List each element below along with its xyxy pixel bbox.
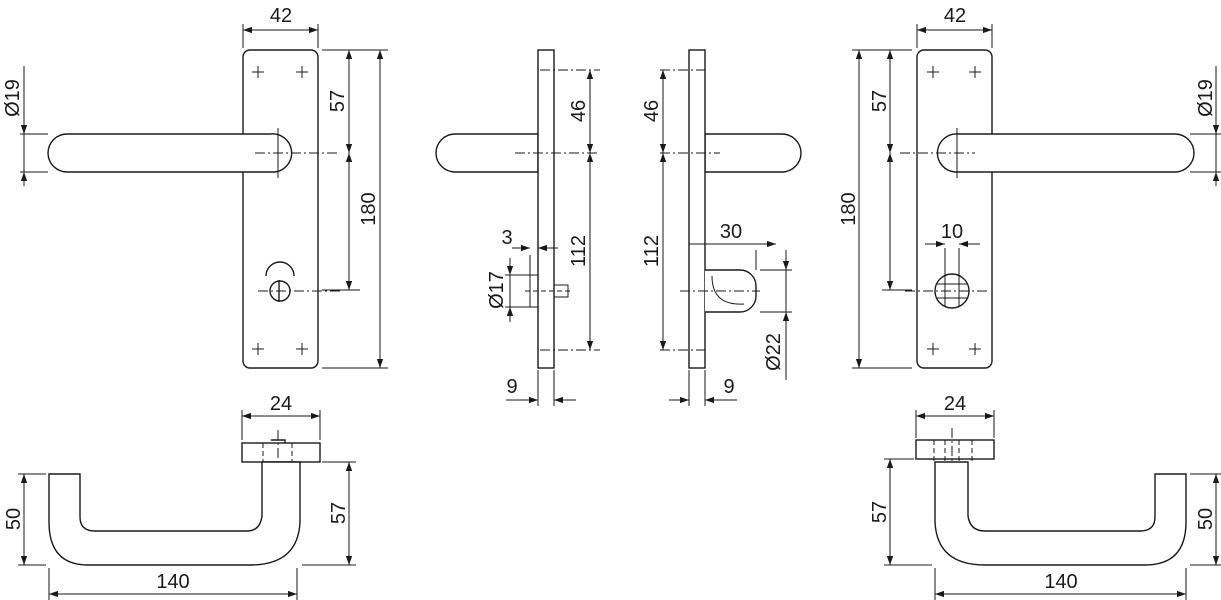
dim-label: 30 bbox=[720, 221, 742, 243]
privacy-indicator bbox=[258, 261, 340, 302]
dim-spindle-diameter-sideL: Ø17 bbox=[486, 258, 530, 322]
front-view-right: 42 57 180 Ø19 10 bbox=[838, 5, 1221, 369]
dim-length-140-right: 140 bbox=[934, 568, 1187, 600]
dim-thickness-9-sideR: 9 bbox=[669, 370, 737, 406]
dim-label: 57 bbox=[869, 501, 891, 523]
dim-rose-24-left: 24 bbox=[241, 393, 321, 440]
rose-right bbox=[915, 439, 995, 460]
dim-label: 3 bbox=[501, 227, 512, 249]
dim-width-42-right: 42 bbox=[916, 5, 993, 48]
dim-label: 50 bbox=[3, 508, 25, 530]
dim-projection-57-right: 57 bbox=[869, 458, 932, 566]
dim-label: 112 bbox=[641, 235, 663, 267]
dim-label: Ø17 bbox=[486, 271, 508, 309]
dim-height-180-left: 180 bbox=[322, 49, 388, 369]
dim-cylinder-10-right: 10 bbox=[925, 221, 980, 276]
dim-thickness-9-sideL: 9 bbox=[506, 370, 576, 406]
dim-label: 46 bbox=[568, 100, 590, 122]
dim-label: 9 bbox=[723, 376, 734, 398]
screw-markers bbox=[927, 66, 981, 355]
dim-label: 50 bbox=[1195, 508, 1217, 530]
dim-label: 10 bbox=[941, 221, 963, 243]
dim-label: 112 bbox=[568, 235, 590, 267]
dim-projection-57-left: 57 bbox=[302, 461, 356, 566]
dim-handle-diameter-left: Ø19 bbox=[2, 66, 48, 186]
dim-label: 24 bbox=[270, 393, 292, 415]
dim-label: Ø19 bbox=[2, 79, 24, 117]
dim-height-180-right: 180 bbox=[838, 49, 912, 369]
dim-label: 140 bbox=[156, 571, 189, 593]
lever-top-right bbox=[934, 461, 1187, 566]
dim-label: 57 bbox=[869, 90, 891, 112]
dim-lower-112-sideL: 112 bbox=[568, 153, 594, 350]
lever-side-left bbox=[435, 133, 539, 173]
top-view-right: 24 57 50 140 bbox=[869, 393, 1221, 600]
dim-height-50-left: 50 bbox=[3, 473, 46, 566]
spindle-left bbox=[529, 274, 539, 308]
screw-markers bbox=[252, 66, 308, 355]
lever-handle-right bbox=[936, 133, 1195, 173]
dim-turn-diameter-sideR: Ø22 bbox=[760, 250, 792, 380]
dim-label: 57 bbox=[327, 90, 349, 112]
backplate-side-right bbox=[688, 49, 706, 369]
dim-width-42-left: 42 bbox=[242, 5, 319, 48]
backplate-right bbox=[916, 49, 993, 369]
front-view-left: 42 Ø19 57 180 bbox=[2, 5, 388, 369]
dim-turn-30-sideR: 30 bbox=[689, 221, 776, 270]
lever-handle-left bbox=[47, 133, 293, 173]
rose-left bbox=[241, 442, 321, 463]
dim-height-50-right: 50 bbox=[1190, 473, 1221, 566]
dim-upper-46-sideR: 46 bbox=[641, 70, 667, 153]
dim-label: 57 bbox=[328, 502, 350, 524]
dim-label: 46 bbox=[641, 100, 663, 122]
dim-label: 9 bbox=[506, 376, 517, 398]
side-view-left: 46 112 3 Ø17 9 bbox=[435, 49, 600, 406]
dim-upper-57-right: 57 bbox=[869, 49, 912, 291]
backplate-side-left bbox=[537, 49, 555, 369]
dim-label: 24 bbox=[944, 393, 966, 415]
dim-offset-3-sideL: 3 bbox=[501, 227, 558, 275]
dim-upper-46-sideL: 46 bbox=[568, 70, 594, 153]
lever-top-left bbox=[48, 461, 301, 566]
dim-label: 42 bbox=[270, 5, 292, 27]
dim-label: Ø19 bbox=[1195, 79, 1217, 117]
top-view-left: 24 50 57 140 bbox=[3, 393, 356, 600]
lever-side-right bbox=[704, 133, 802, 173]
dim-label: Ø22 bbox=[763, 333, 785, 371]
dim-upper-57-left: 57 bbox=[322, 49, 360, 291]
cylinder-turn-indicator bbox=[905, 273, 990, 309]
dim-label: 180 bbox=[838, 192, 860, 225]
dim-label: 180 bbox=[358, 192, 380, 225]
backplate-left bbox=[242, 49, 319, 369]
dim-lower-112-sideR: 112 bbox=[641, 153, 667, 350]
dim-length-140-left: 140 bbox=[48, 568, 298, 600]
dim-label: 42 bbox=[944, 5, 966, 27]
side-view-right: 46 112 30 Ø22 9 bbox=[641, 49, 802, 406]
dim-rose-24-right: 24 bbox=[915, 393, 995, 438]
dim-handle-diameter-right: Ø19 bbox=[1190, 66, 1221, 186]
dim-label: 140 bbox=[1044, 571, 1077, 593]
